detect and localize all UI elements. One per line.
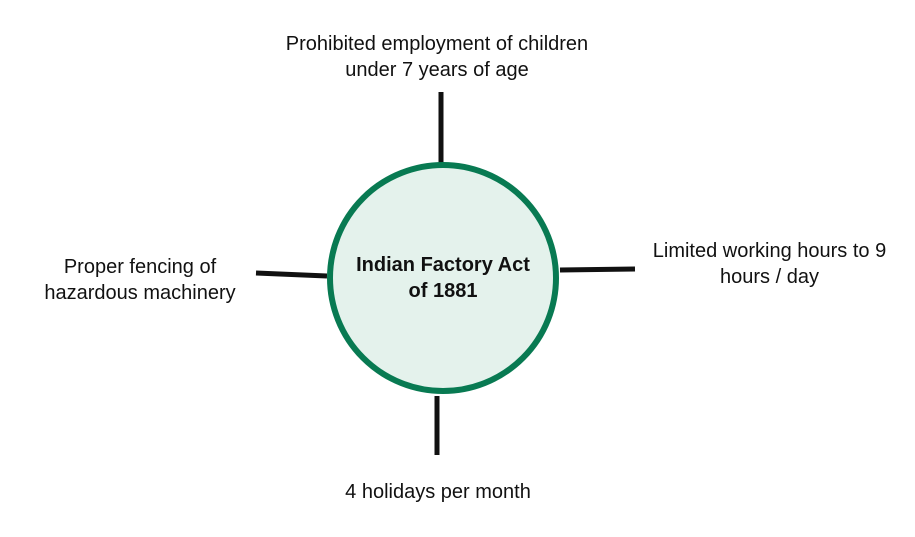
connector-right [559,266,636,273]
branch-label-bottom: 4 holidays per month [345,481,531,503]
center-title: Indian Factory Act of 1881 [356,254,530,302]
connector-left [255,270,328,279]
branch-label-right: Limited working hours to 9 hours / day [652,240,887,288]
branch-label-top: Prohibited employment of children under … [285,33,589,81]
branch-label-left: Proper fencing of hazardous machinery [44,256,236,304]
center-node: Indian Factory Act of 1881 [327,162,559,394]
